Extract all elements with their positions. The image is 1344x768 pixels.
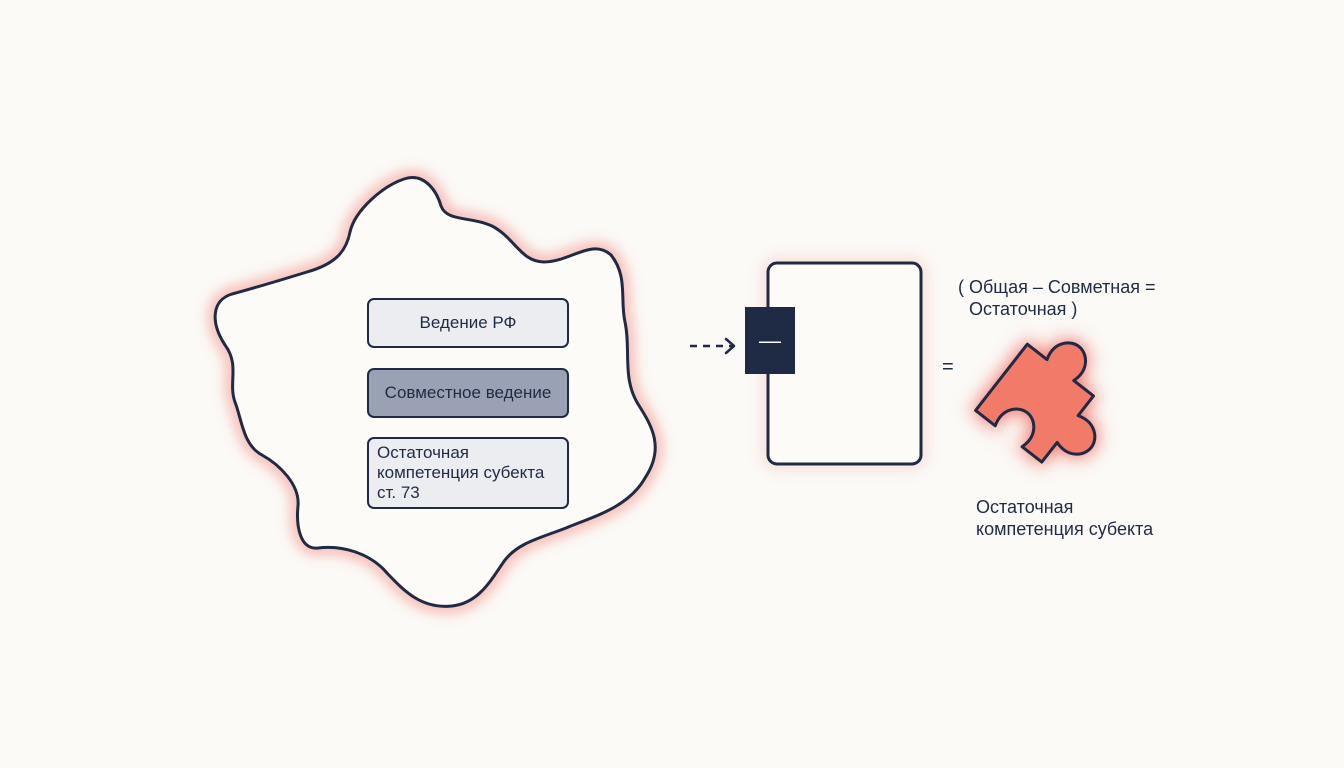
formula-text: ( Общая – Совметная = Остаточная ) [958,276,1156,320]
federal-jurisdiction-label: Ведение РФ [419,313,517,332]
result-line-2: компетенция субекта [976,519,1154,539]
result-caption: Остаточная компетенция субекта [976,496,1153,540]
minus-tab: — [745,307,795,374]
residual-competence-box: Остаточная компетенция субекта ст. 73 [367,437,569,509]
residual-line-1: Остаточная [377,443,469,462]
federal-jurisdiction-box: Ведение РФ [367,298,569,348]
puzzle-piece-icon [965,334,1104,472]
dashed-arrow-icon [690,337,736,355]
residual-line-2: компетенция субекта [377,463,545,482]
minus-symbol: — [759,327,781,353]
formula-line-1: ( Общая – Совметная = [958,277,1156,297]
residual-competence-text: Остаточная компетенция субекта ст. 73 [377,443,544,503]
joint-jurisdiction-label: Совместное ведение [384,383,552,402]
residual-line-3: ст. 73 [377,483,420,502]
equals-sign: = [942,356,954,378]
joint-jurisdiction-box: Совместное ведение [367,368,569,418]
result-line-1: Остаточная [976,497,1074,517]
formula-line-2: Остаточная ) [969,299,1078,319]
